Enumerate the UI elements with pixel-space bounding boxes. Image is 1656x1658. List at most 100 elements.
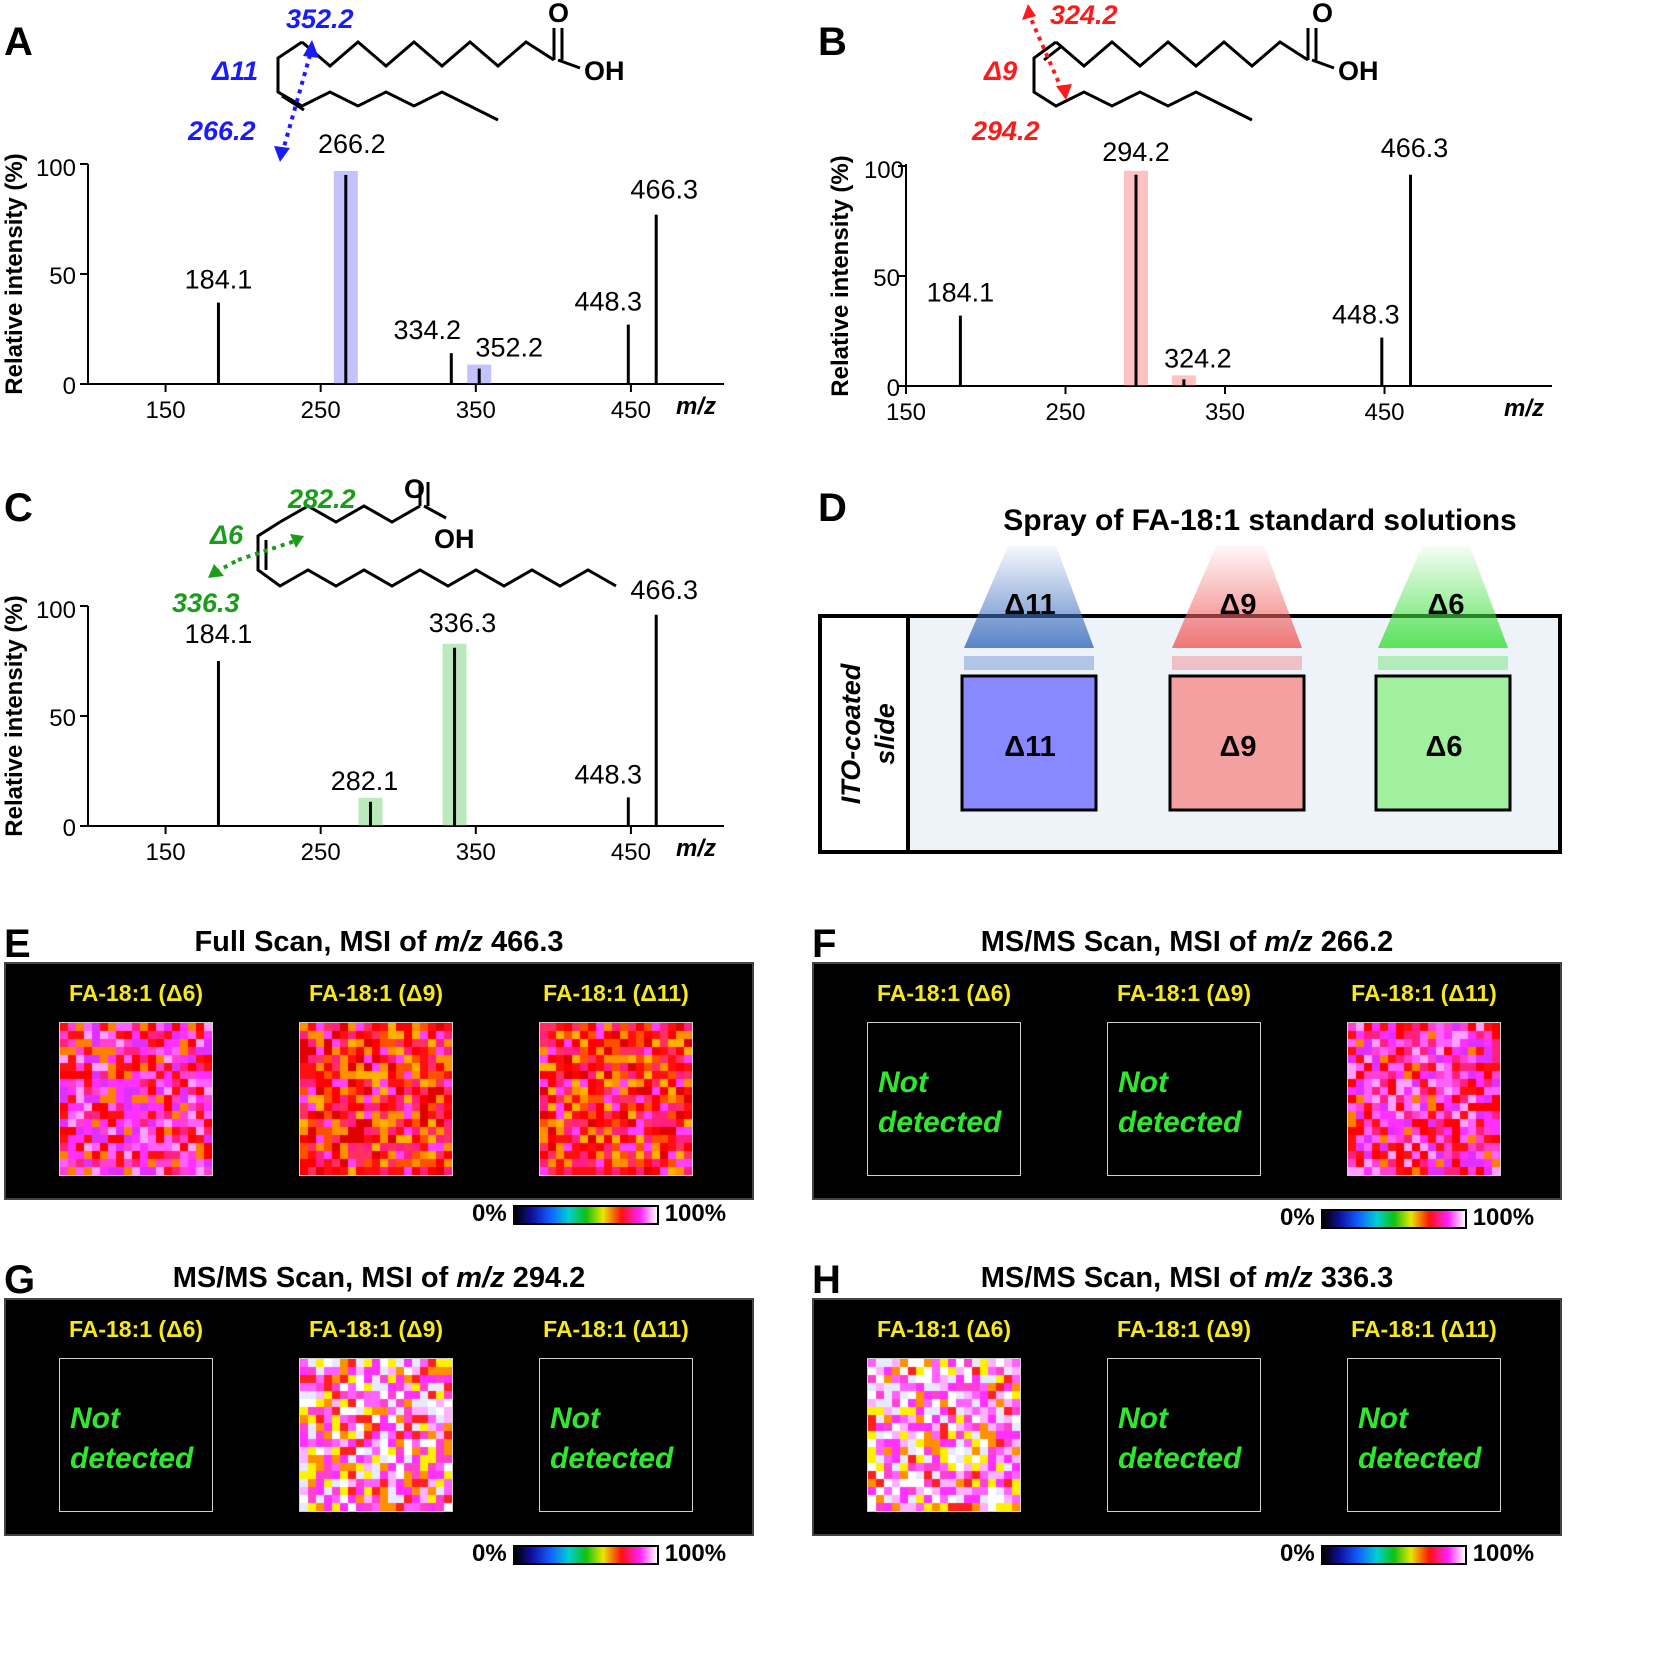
slide-label-line2: slide xyxy=(870,703,900,765)
arrow-head-down-a xyxy=(274,146,290,162)
panel-label-b: B xyxy=(818,20,847,64)
y-tick-label-b-0: 0 xyxy=(887,375,900,402)
spectrum-a: O OH 352.2 Δ11 266.2 100 50 0 Relative i… xyxy=(1,0,724,424)
panel-label-c: C xyxy=(4,486,33,530)
peak-label-334.2: 334.2 xyxy=(394,315,462,345)
colorbar-min: 0% xyxy=(1280,1540,1315,1567)
y-tick-label-c-100: 100 xyxy=(36,597,76,624)
x-tick-label-a-350: 350 xyxy=(456,397,496,424)
peak-label-336.3: 336.3 xyxy=(429,608,497,638)
x-tick-label-c-150: 150 xyxy=(146,839,186,866)
y-tick-label-c-50: 50 xyxy=(49,705,76,732)
panel-label-d: D xyxy=(818,486,847,530)
peak-label-466.3: 466.3 xyxy=(1381,133,1449,163)
x-tick-label-c-350: 350 xyxy=(456,839,496,866)
peak-label-448.3: 448.3 xyxy=(575,759,643,789)
x-axis-label-a: m/z xyxy=(676,393,716,420)
sample-label: FA-18:1 (Δ9) xyxy=(1116,980,1252,1006)
x-tick-label-a-450: 450 xyxy=(611,397,651,424)
colorbar-gradient xyxy=(1320,1544,1467,1565)
y-axis-label-b: Relative intensity (%) xyxy=(827,155,854,396)
peak-label-448.3: 448.3 xyxy=(1332,300,1400,330)
cleavage-bottom-a: 266.2 xyxy=(187,116,256,146)
msi-title-f: MS/MS Scan, MSI of m/z 266.2 xyxy=(980,926,1394,958)
peak-label-184.1: 184.1 xyxy=(185,265,253,295)
x-axis-label-b: m/z xyxy=(1504,395,1544,422)
colorbar-min: 0% xyxy=(472,1540,507,1567)
cleavage-top-c: 282.2 xyxy=(287,484,356,514)
x-tick-label-a-150: 150 xyxy=(146,397,186,424)
spray-label-d9: Δ9 xyxy=(1220,589,1257,621)
acid-o-a: O xyxy=(548,0,569,28)
panel-label-g: G xyxy=(4,1258,36,1302)
slide-diagram: ITO-coated slide Δ11 Δ9 Δ6 Δ11 Δ9 Δ6 xyxy=(818,546,1562,854)
sample-label: FA-18:1 (Δ6) xyxy=(876,1316,1012,1342)
msi-title-h: MS/MS Scan, MSI of m/z 336.3 xyxy=(980,1262,1394,1294)
spray-title: Spray of FA-18:1 standard solutions xyxy=(1003,504,1517,537)
x-tick-label-a-250: 250 xyxy=(301,397,341,424)
spray-cone-d11 xyxy=(964,546,1094,648)
acid-o-b: O xyxy=(1312,0,1333,28)
spot-label-d11: Δ11 xyxy=(1004,731,1056,763)
arrow-head-up-b xyxy=(1022,4,1036,20)
colorbar-h: 0% 100% xyxy=(1280,1540,1534,1568)
peak-label-466.3: 466.3 xyxy=(630,175,698,205)
colorbar-f: 0% 100% xyxy=(1280,1204,1534,1232)
msi-image xyxy=(1347,1022,1501,1176)
spot-label-d9: Δ9 xyxy=(1220,731,1257,763)
x-tick-label-b-250: 250 xyxy=(1045,399,1085,426)
spray-base-d9 xyxy=(1172,656,1302,670)
sample-label: FA-18:1 (Δ11) xyxy=(543,980,689,1006)
slide-label-line1: ITO-coated xyxy=(836,663,866,804)
x-tick-label-c-450: 450 xyxy=(611,839,651,866)
msi-image-panel-e: FA-18:1 (Δ6)FA-18:1 (Δ9)FA-18:1 (Δ11) xyxy=(4,962,754,1200)
colorbar-max: 100% xyxy=(1472,1540,1535,1567)
peak-label-352.2: 352.2 xyxy=(475,333,543,363)
panel-label-f: F xyxy=(812,922,837,966)
x-axis-label-c: m/z xyxy=(676,835,716,862)
spectrum-b: O OH 324.2 Δ9 294.2 100 50 0 Relative in… xyxy=(827,0,1552,426)
y-ticks-c xyxy=(80,605,88,827)
arrow-head-left-c xyxy=(208,564,224,578)
msi-image xyxy=(299,1022,453,1176)
molecule-b xyxy=(1032,28,1335,122)
y-ticks-a xyxy=(80,163,88,385)
colorbar-max: 100% xyxy=(664,1200,727,1227)
spectrum-c: O OH 282.2 Δ6 336.3 100 50 0 Relative in… xyxy=(1,474,724,866)
colorbar-max: 100% xyxy=(1472,1204,1535,1231)
y-tick-label-a-0: 0 xyxy=(63,373,76,400)
msi-title-e: Full Scan, MSI of m/z 466.3 xyxy=(194,926,564,958)
sample-label: FA-18:1 (Δ11) xyxy=(1351,1316,1497,1342)
molecule-a xyxy=(276,28,581,122)
cleavage-delta-b: Δ9 xyxy=(983,56,1017,86)
spot-d6 xyxy=(1374,674,1512,812)
panel-label-a: A xyxy=(4,20,33,64)
sample-label: FA-18:1 (Δ9) xyxy=(1116,1316,1252,1342)
y-tick-label-c-0: 0 xyxy=(63,815,76,842)
colorbar-min: 0% xyxy=(1280,1204,1315,1231)
colorbar-g: 0%100% xyxy=(472,1540,726,1568)
sample-label: FA-18:1 (Δ11) xyxy=(543,1316,689,1342)
spray-cone-d9 xyxy=(1172,546,1302,648)
msi-title-g: MS/MS Scan, MSI of m/z 294.2 xyxy=(172,1262,586,1294)
spot-label-d6: Δ6 xyxy=(1426,731,1463,763)
acid-oh-b: OH xyxy=(1338,56,1379,86)
sample-label: FA-18:1 (Δ9) xyxy=(308,1316,444,1342)
cleavage-arrow-a xyxy=(280,47,314,155)
sample-label: FA-18:1 (Δ9) xyxy=(308,980,444,1006)
cleavage-top-b: 324.2 xyxy=(1050,0,1118,30)
y-tick-label-b-100: 100 xyxy=(864,157,904,184)
cleavage-top-a: 352.2 xyxy=(286,4,354,34)
